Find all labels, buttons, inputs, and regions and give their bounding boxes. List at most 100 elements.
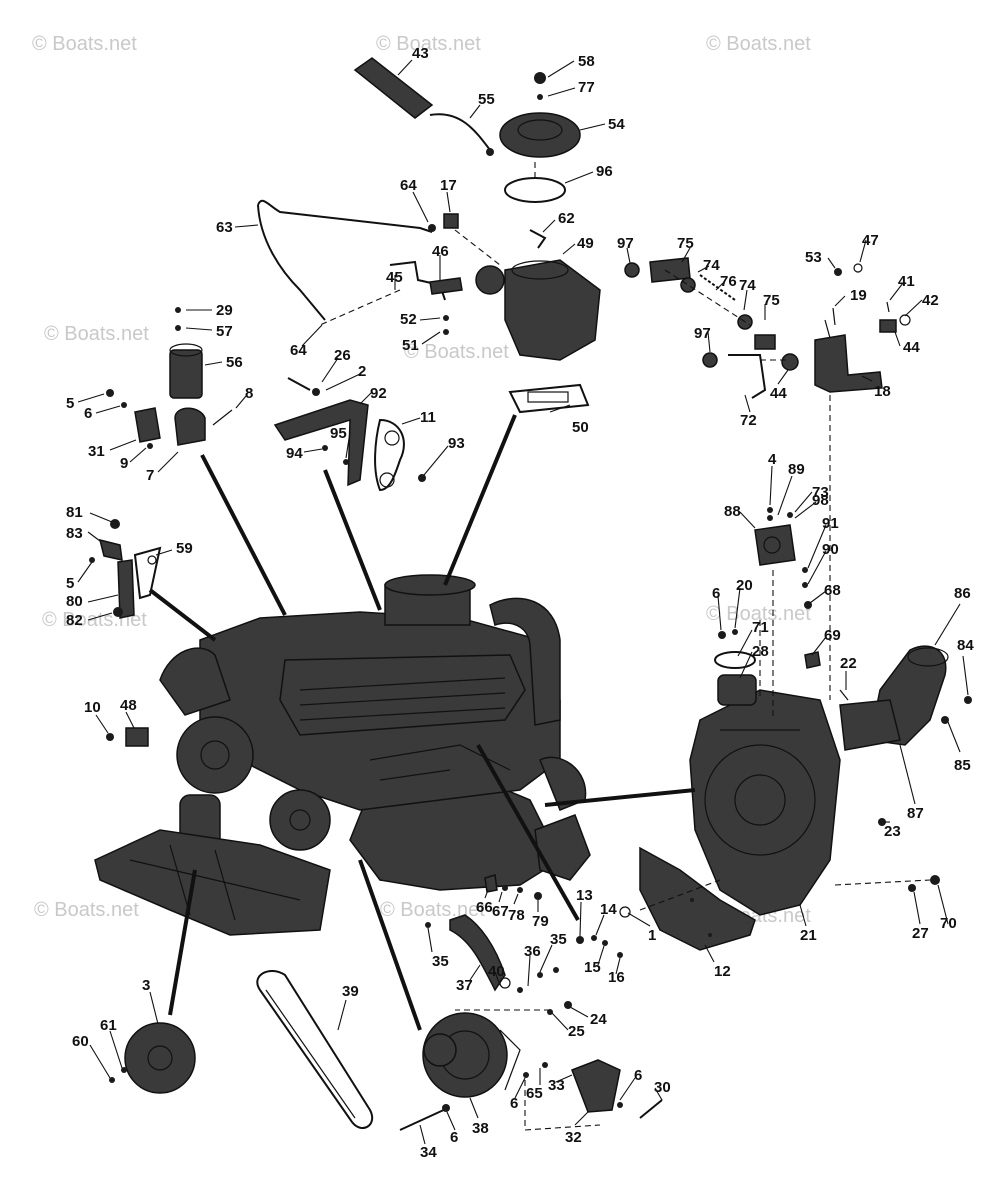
callout-label: 2 [358,363,366,380]
callout-label: 91 [822,515,839,532]
callout-label: 43 [412,45,429,62]
watermark: © Boats.net [44,323,149,345]
callout-label: 7 [146,467,154,484]
callout-label: 72 [740,412,757,429]
callout-label: 14 [600,901,617,918]
callout-label: 6 [634,1067,642,1084]
callout-label: 60 [72,1033,89,1050]
bottom-parts [109,846,940,1131]
callout-label: 17 [440,177,457,194]
callout-labels: 43 55 58 77 54 96 17 64 63 62 49 97 75 7… [66,45,974,1161]
callout-label: 16 [608,969,625,986]
callout-label: 59 [176,540,193,557]
callout-label: 97 [694,325,711,342]
callout-label: 26 [334,347,351,364]
callout-label: 34 [420,1144,437,1161]
callout-label: 90 [822,541,839,558]
callout-label: 37 [456,977,473,994]
callout-label: 27 [912,925,929,942]
callout-label: 66 [476,899,493,916]
callout-label: 71 [752,619,769,636]
callout-label: 29 [216,302,233,319]
callout-label: 38 [472,1120,489,1137]
callout-label: 54 [608,116,625,133]
callout-label: 85 [954,757,971,774]
callout-label: 84 [957,637,974,654]
callout-label: 97 [617,235,634,252]
air-cleaner-parts [106,57,601,492]
callout-label: 23 [884,823,901,840]
callout-label: 30 [654,1079,671,1096]
callout-label: 39 [342,983,359,1000]
callout-label: 40 [488,963,505,980]
watermark: © Boats.net [34,899,139,921]
assembly-pointer-lines [148,414,696,1031]
callout-label: 69 [824,627,841,644]
watermark: © Boats.net [706,33,811,55]
engine-block [94,574,591,936]
watermark: © Boats.net [32,33,137,55]
callout-label: 18 [874,383,891,400]
callout-label: 82 [66,612,83,629]
callout-label: 75 [677,235,694,252]
callout-label: 41 [898,273,915,290]
callout-label: 19 [850,287,867,304]
callout-label: 25 [568,1023,585,1040]
watermark: © Boats.net [706,603,811,625]
callout-label: 92 [370,385,387,402]
callout-label: 33 [548,1077,565,1094]
callout-label: 79 [532,913,549,930]
callout-label: 1 [648,927,656,944]
callout-label: 42 [922,292,939,309]
dashed-assembly-lines [319,160,931,1131]
callout-label: 21 [800,927,817,944]
callout-label: 96 [596,163,613,180]
callout-label: 10 [84,699,101,716]
callout-label: 20 [736,577,753,594]
callout-label: 50 [572,419,589,436]
small-fittings [106,727,149,747]
callout-label: 64 [290,342,307,359]
callout-label: 83 [66,525,83,542]
callout-label: 65 [526,1085,543,1102]
callout-label: 63 [216,219,233,236]
callout-label: 31 [88,443,105,460]
callout-label: 3 [142,977,150,994]
callout-label: 89 [788,461,805,478]
callout-label: 93 [448,435,465,452]
callout-label: 77 [578,79,595,96]
exhaust-elbow [839,645,949,751]
callout-label: 6 [712,585,720,602]
callout-label: 28 [752,643,769,660]
callout-label: 15 [584,959,601,976]
callout-label: 94 [286,445,303,462]
callout-label: 76 [720,273,737,290]
callout-label: 62 [558,210,575,227]
callout-label: 52 [400,311,417,328]
callout-label: 49 [577,235,594,252]
callout-label: 5 [66,575,74,592]
callout-label: 32 [565,1129,582,1146]
callout-label: 56 [226,354,243,371]
callout-label: 73 [812,484,829,501]
callout-label: 8 [245,385,253,402]
callout-label: 6 [84,405,92,422]
callout-label: 70 [940,915,957,932]
callout-label: 86 [954,585,971,602]
watermark: © Boats.net [376,33,481,55]
linkage-parts [624,257,911,399]
callout-label: 44 [770,385,787,402]
left-bracket-parts [89,519,162,619]
callout-label: 74 [739,277,756,294]
callout-label: 24 [590,1011,607,1028]
callout-label: 75 [763,292,780,309]
callout-label: 78 [508,907,525,924]
callout-label: 80 [66,593,83,610]
callout-label: 53 [805,249,822,266]
watermark: © Boats.net [380,899,485,921]
callout-label: 98 [812,492,829,509]
callout-label: 55 [478,91,495,108]
watermark: © Boats.net [404,341,509,363]
callout-label: 51 [402,337,419,354]
